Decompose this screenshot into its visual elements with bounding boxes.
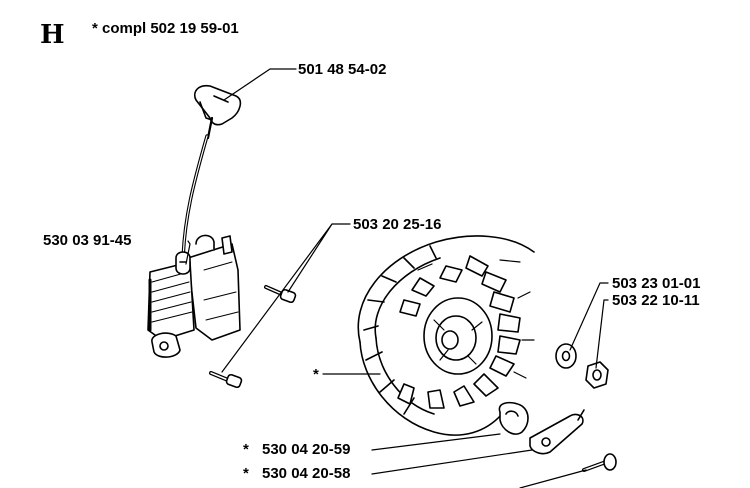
label-pawl: 530 04 20-58 — [262, 465, 351, 482]
leader-ignition-cap — [223, 68, 297, 101]
spark-plug-cap — [194, 84, 242, 140]
leader-lines — [185, 68, 609, 488]
screw-upper — [264, 285, 297, 304]
label-ignition-module: 530 03 91-45 — [43, 232, 132, 249]
leader-pawl — [371, 449, 587, 488]
screw-lower — [209, 371, 243, 389]
label-ignition-cap: 501 48 54-02 — [298, 61, 387, 78]
flywheel — [357, 235, 535, 436]
leader-screw — [221, 223, 351, 373]
label-nut: 503 22 10-11 — [612, 292, 700, 309]
ignition-module — [147, 234, 241, 358]
leader-washer — [569, 282, 609, 351]
key-asterisk: * — [243, 441, 249, 458]
label-key: 530 04 20-59 — [262, 441, 351, 458]
assembly-note: * compl 502 19 59-01 — [92, 20, 239, 37]
starter-pawl — [529, 409, 585, 455]
washer — [555, 343, 577, 369]
section-letter: H — [40, 20, 65, 50]
flywheel-asterisk: * — [313, 366, 319, 383]
leader-key — [371, 433, 501, 451]
pawl-asterisk: * — [243, 465, 249, 482]
nut — [585, 361, 609, 389]
shoulder-stud — [582, 453, 617, 472]
label-washer: 503 23 01-01 — [612, 275, 701, 292]
leader-ignition-module — [185, 240, 191, 265]
label-screw: 503 20 25-16 — [353, 216, 442, 233]
leader-nut — [595, 299, 609, 369]
spring-key — [498, 401, 529, 435]
